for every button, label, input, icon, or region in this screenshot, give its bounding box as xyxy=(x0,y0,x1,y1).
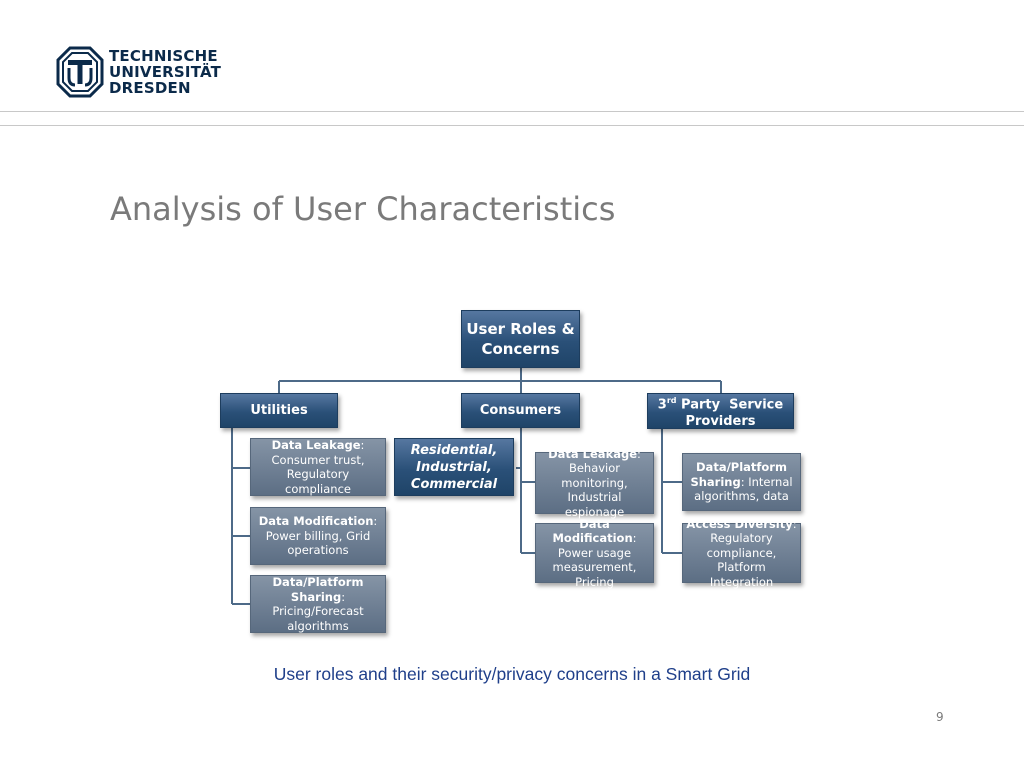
concern-description: Behavior monitoring, Industrial espionag… xyxy=(561,461,628,519)
consumer-types-box: Residential, Industrial, Commercial xyxy=(394,438,514,496)
header-divider-bottom xyxy=(0,125,1024,126)
concern-separator: : xyxy=(792,516,797,531)
university-seal-icon xyxy=(56,46,104,98)
consumer-type-1: Residential, xyxy=(410,442,498,458)
concern-description: Pricing/Forecast algorithms xyxy=(272,604,364,633)
node-root-line-1: User Roles & xyxy=(466,320,575,338)
concern-term: Data Modification xyxy=(258,514,374,529)
utilities-concern-data-modification: Data Modification:Power billing, Grid op… xyxy=(250,507,386,565)
concern-term-line-2: Sharing xyxy=(690,474,741,489)
node-user-roles-concerns: User Roles & Concerns xyxy=(461,310,580,368)
concern-term: Data Leakage xyxy=(271,438,361,452)
consumers-concern-data-modification: Data Modification:Power usage measuremen… xyxy=(535,517,654,589)
logo-line-2: UNIVERSITÄT xyxy=(109,63,222,81)
concern-term-line-1: Data/Platform xyxy=(696,460,787,475)
concern-term: Data/Platform Sharing xyxy=(272,575,364,604)
logo-wordmark: TECHNISCHE UNIVERSITÄT DRESDEN xyxy=(109,48,221,96)
concern-separator: : xyxy=(632,531,637,546)
node-third-party-superscript: rd xyxy=(666,395,677,405)
node-third-party-line-2: Providers xyxy=(685,414,756,430)
logo-line-1: TECHNISCHE xyxy=(109,47,218,65)
concern-term: Data Modification xyxy=(552,516,633,546)
node-root-line-2: Concerns xyxy=(481,340,560,358)
concern-description: Internal algorithms, data xyxy=(694,474,797,504)
concern-description: Regulatory compliance, Platform Integrat… xyxy=(706,531,777,589)
node-third-party-service-providers: 3rd Party Service Providers xyxy=(647,393,794,429)
utilities-concern-data-leakage: Data Leakage:Consumer trust, Regulatory … xyxy=(250,438,386,496)
concern-separator: : xyxy=(373,514,378,529)
tu-dresden-logo: TECHNISCHE UNIVERSITÄT DRESDEN xyxy=(56,46,226,100)
concern-description: Power billing, Grid operations xyxy=(265,528,371,558)
concern-term: Data Leakage xyxy=(548,446,638,461)
utilities-concern-data-platform-sharing: Data/Platform Sharing:Pricing/Forecast a… xyxy=(250,575,386,633)
node-third-party-line-1-rest: Party Service xyxy=(676,397,784,413)
slide-title: Analysis of User Characteristics xyxy=(110,190,616,228)
concern-term: Access Diversity xyxy=(686,516,793,531)
consumer-type-2: Industrial, xyxy=(416,459,492,475)
concern-description: Consumer trust, Regulatory compliance xyxy=(271,452,365,496)
consumer-type-3: Commercial xyxy=(410,476,498,492)
consumers-concern-data-leakage: Data Leakage: Behavior monitoring, Indust… xyxy=(535,447,654,519)
node-utilities-label: Utilities xyxy=(250,403,308,418)
page-number: 9 xyxy=(936,710,944,724)
concern-separator: : xyxy=(740,474,745,489)
concern-separator: : xyxy=(360,438,365,452)
concern-separator: : xyxy=(637,446,641,461)
third-party-concern-access-diversity: Access Diversity: Regulatory compliance, … xyxy=(682,517,801,589)
node-third-party-prefix: 3 xyxy=(657,397,667,413)
node-third-party-line-1: 3rd Party Service xyxy=(658,392,783,413)
node-consumers: Consumers xyxy=(461,393,580,428)
node-utilities: Utilities xyxy=(220,393,338,428)
node-consumers-label: Consumers xyxy=(479,403,562,418)
logo-line-3: DRESDEN xyxy=(109,79,191,97)
concern-description: Power usage measurement, Pricing xyxy=(552,545,637,589)
header-divider-top xyxy=(0,111,1024,112)
diagram-caption: User roles and their security/privacy co… xyxy=(273,664,751,684)
concern-separator: : xyxy=(341,589,346,604)
